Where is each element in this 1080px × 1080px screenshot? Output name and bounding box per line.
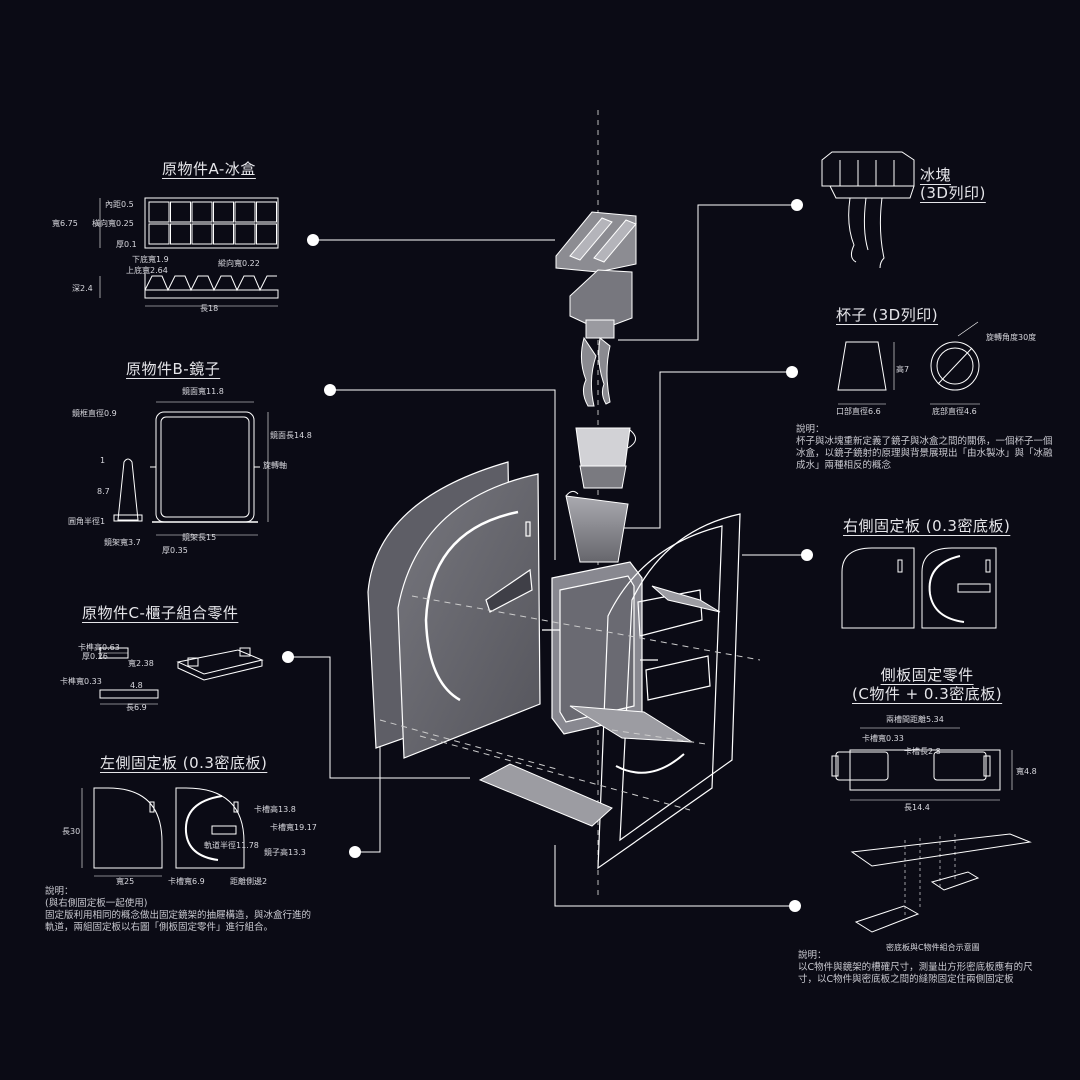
ice-tray-cell — [213, 201, 234, 223]
dim-label: 厚0.35 — [162, 546, 188, 555]
right-panel-drawing — [841, 547, 997, 629]
dim-label: 長14.4 — [904, 803, 930, 812]
ice-cube-title: 冰塊 (3D列印) — [920, 166, 986, 202]
leader-side-parts — [554, 845, 795, 907]
dim-label: 底部直徑4.6 — [932, 407, 977, 416]
leader-cup — [600, 371, 792, 529]
dim-label: 鏡框直徑0.9 — [72, 409, 117, 418]
leader-drawer-parts — [288, 656, 470, 779]
assembly-ice-cubes — [580, 336, 611, 407]
right-panel-title: 右側固定板 (0.3密底板) — [843, 517, 1011, 535]
dim-label: 旋轉角度30度 — [986, 333, 1037, 342]
dim-label: 旋轉軸 — [263, 461, 287, 470]
drawer-parts-drawing — [99, 647, 264, 705]
leader-mirror — [330, 389, 556, 560]
assembly-ice-box — [555, 211, 637, 339]
callout-dot-mirror[interactable] — [324, 384, 336, 396]
assembly-left-panel-front — [397, 473, 541, 759]
assembly-drawer-parts — [478, 585, 721, 827]
dim-label: 卡槽高13.8 — [254, 805, 296, 814]
dim-label: 深2.4 — [72, 284, 93, 293]
dim-label: 橫向寬0.25 — [92, 219, 134, 228]
callout-dot-drawer-parts[interactable] — [282, 651, 294, 663]
dim-label: 卡槽寬0.33 — [862, 734, 904, 743]
assembly-guide-lines — [379, 595, 761, 811]
dim-label: 內距0.5 — [105, 200, 134, 209]
dim-label: 鏡面長14.8 — [270, 431, 312, 440]
dim-label: 厚0.26 — [82, 652, 108, 661]
cup-drawing — [837, 321, 980, 405]
dim-label: 寬25 — [116, 877, 135, 886]
dim-label: 鏡面寬11.8 — [182, 387, 224, 396]
dim-label: 上底寬2.64 — [126, 266, 168, 275]
dim-label: 軌道半徑11.78 — [204, 841, 259, 850]
ice-tray-cell — [256, 223, 277, 245]
leader-left-panel — [355, 710, 381, 853]
side-parts-drawing — [831, 727, 1032, 933]
ice-tray-cell — [191, 201, 213, 223]
ice-tray-cell — [234, 201, 256, 223]
left-panel-note: 說明： (與右側固定板一起使用) 固定版利用相同的概念做出固定鏡架的抽屜構造，與… — [45, 886, 312, 933]
left-panel-title: 左側固定板 (0.3密底板) — [100, 754, 268, 772]
dim-label: 寬4.8 — [1016, 767, 1037, 776]
dim-label: 鏡架長15 — [182, 533, 217, 542]
dim-label: 卡榫寬0.33 — [60, 677, 102, 686]
callout-dot-right-panel[interactable] — [801, 549, 813, 561]
ice-tray-cell — [170, 223, 191, 245]
callout-dot-cup[interactable] — [786, 366, 798, 378]
assembly-mirror — [542, 561, 658, 735]
dim-label: 卡槽長2.8 — [904, 747, 941, 756]
ice-box-title: 原物件A-冰盒 — [162, 160, 256, 178]
side-parts-caption: 密底板與C物件組合示意圖 — [886, 943, 980, 952]
ice-tray-cell — [148, 201, 170, 223]
drawer-parts-title: 原物件C-櫃子組合零件 — [82, 604, 239, 622]
dim-label: 鏡子高13.3 — [264, 848, 306, 857]
dim-label: 寬2.38 — [128, 659, 154, 668]
side-parts-title: 側板固定零件 (C物件 + 0.3密底板) — [852, 666, 1003, 703]
dim-label: 圓角半徑1 — [68, 517, 106, 526]
ice-tray-cell — [148, 223, 170, 245]
cup-title: 杯子 (3D列印) — [836, 306, 939, 324]
left-panel-drawing — [81, 787, 245, 877]
dim-label: 卡槽寬6.9 — [168, 877, 205, 886]
ice-tray-cell — [191, 223, 213, 245]
callout-dot-ice-box[interactable] — [307, 234, 319, 246]
dim-label: 1 — [100, 456, 106, 465]
callout-dot-ice-cube[interactable] — [791, 199, 803, 211]
ice-tray-cell — [256, 201, 277, 223]
dim-label: 鏡架寬3.7 — [104, 538, 141, 547]
dim-label: 長18 — [200, 304, 219, 313]
ice-tray-cell — [213, 223, 234, 245]
leader-ice-cube — [618, 204, 797, 341]
mirror-title: 原物件B-鏡子 — [126, 360, 221, 378]
assembly-cup-top — [575, 427, 636, 489]
dim-label: 縱向寬0.22 — [218, 259, 260, 268]
dim-label: 厚0.1 — [116, 240, 137, 249]
callout-dot-left-panel[interactable] — [349, 846, 361, 858]
ice-cube-drawing — [821, 151, 915, 269]
ice-tray-cell — [170, 201, 191, 223]
ice-tray-cell — [234, 223, 256, 245]
dim-label: 高7 — [896, 365, 910, 374]
cup-note: 說明： 杯子與冰塊重新定義了鏡子與冰盒之間的關係，一個杯子一個冰盒，以鏡子鏡射的… — [796, 424, 1053, 471]
dim-label: 下底寬1.9 — [132, 255, 169, 264]
dim-label: 4.8 — [130, 681, 143, 690]
mirror-drawing — [113, 401, 269, 536]
dim-label: 距離側邊2 — [230, 877, 268, 886]
assembly-cup-bottom — [565, 490, 629, 563]
dim-label: 卡槽寬19.17 — [270, 823, 317, 832]
callout-dot-side-parts[interactable] — [789, 900, 801, 912]
dim-label: 8.7 — [97, 487, 110, 496]
dim-label: 寬6.75 — [52, 219, 78, 228]
dim-label: 長6.9 — [126, 703, 147, 712]
dim-label: 兩槽間距離5.34 — [886, 715, 944, 724]
ice-box-drawing — [99, 197, 279, 307]
dim-label: 長30 — [62, 827, 81, 836]
dim-label: 卡榫高0.63 — [78, 643, 120, 652]
side-parts-note: 說明： 以C物件與鏡架的槽確尺寸，測量出方形密底板應有的尺寸，以C物件與密底板之… — [798, 950, 1033, 985]
dim-label: 口部直徑6.6 — [836, 407, 881, 416]
